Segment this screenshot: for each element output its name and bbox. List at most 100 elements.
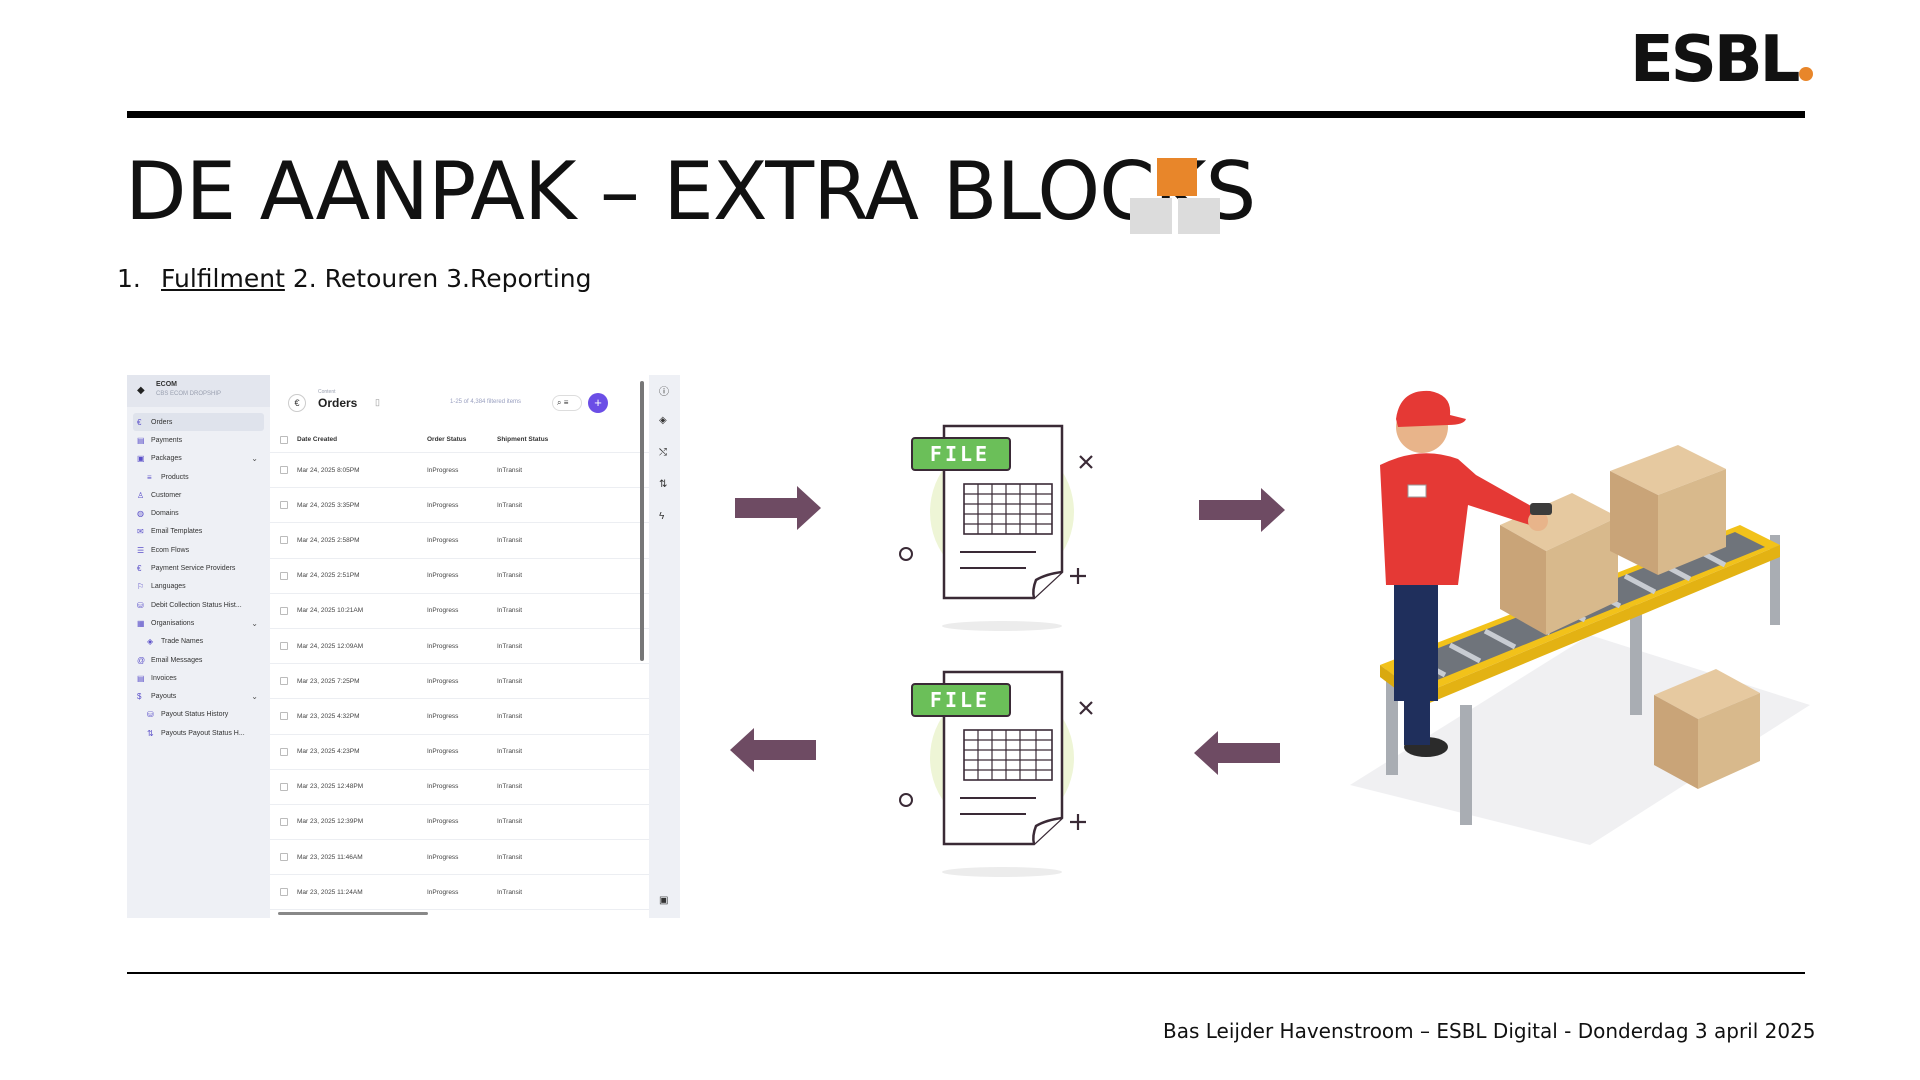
- row-checkbox[interactable]: [280, 606, 288, 615]
- column-date-created[interactable]: Date Created: [297, 436, 338, 443]
- user-icon: ♙: [137, 490, 145, 500]
- cell-order-status: InProgress: [427, 607, 459, 615]
- sidebar-item-payment-service-providers[interactable]: €Payment Service Providers: [127, 559, 270, 577]
- arrow-right-icon: [735, 486, 821, 530]
- sidebar-item-label: Trade Names: [161, 638, 204, 646]
- sidebar-item-customer[interactable]: ♙Customer: [127, 486, 270, 504]
- search-filter-button[interactable]: ⌕ ≡: [552, 395, 582, 411]
- sidebar-item-packages[interactable]: ▣Packages⌄: [127, 450, 270, 468]
- globe-icon: ◍: [137, 509, 144, 519]
- sidebar-item-products[interactable]: ≡Products: [127, 468, 270, 486]
- esbl-logo: ESBL: [1630, 28, 1814, 92]
- app-subtitle: CBS ECOM DROPSHIP: [156, 391, 222, 397]
- breadcrumb[interactable]: Content: [318, 389, 336, 395]
- arrow-left-icon: [1194, 731, 1280, 775]
- sidebar-item-languages[interactable]: ⚐ Languages: [127, 578, 270, 596]
- info-icon[interactable]: ⓘ: [659, 387, 669, 398]
- sidebar-item-label: Products: [161, 473, 189, 481]
- row-checkbox[interactable]: [280, 747, 288, 756]
- cell-order-status: InProgress: [427, 536, 459, 544]
- orders-panel: € Content Orders ▯ 1-25 of 4,384 filtere…: [270, 375, 649, 918]
- chevron-down-icon[interactable]: ⌄: [251, 692, 258, 702]
- step-rest: 2. Retouren 3.Reporting: [284, 264, 592, 293]
- sidebar-item-email-messages[interactable]: @Email Messages: [127, 651, 270, 669]
- file-spreadsheet-icon: FILE: [899, 670, 1093, 877]
- flag-icon: ⚐: [137, 582, 145, 592]
- chevron-down-icon[interactable]: ⌄: [251, 454, 258, 464]
- row-checkbox[interactable]: [280, 712, 288, 721]
- layers-icon[interactable]: ◈: [659, 415, 667, 426]
- sort-icon[interactable]: ⇅: [659, 479, 668, 490]
- sidebar-item-debit-collection-status-hist[interactable]: ⛁Debit Collection Status Hist...: [127, 596, 270, 614]
- shuffle-icon[interactable]: ⤭: [659, 447, 667, 458]
- sidebar-item-ecom-flows[interactable]: ☰Ecom Flows: [127, 541, 270, 559]
- select-all-checkbox[interactable]: [280, 435, 288, 444]
- sidebar-item-email-templates[interactable]: ✉Email Templates: [127, 523, 270, 541]
- step-fulfilment[interactable]: Fulfilment: [161, 264, 285, 293]
- add-button[interactable]: +: [588, 393, 608, 413]
- row-checkbox[interactable]: [280, 466, 288, 475]
- sidebar-item-trade-names[interactable]: ◈Trade Names: [127, 633, 270, 651]
- sidebar-header[interactable]: ◆ ECOM CBS ECOM DROPSHIP: [127, 375, 270, 407]
- chevron-down-icon[interactable]: ⌄: [251, 618, 258, 628]
- cell-order-status: InProgress: [427, 748, 459, 756]
- sidebar-item-organisations[interactable]: ▦Organisations⌄: [127, 614, 270, 632]
- file-spreadsheet-icon: FILE: [899, 424, 1093, 631]
- row-checkbox[interactable]: [280, 642, 288, 651]
- cell-order-status: InProgress: [427, 677, 459, 685]
- sidebar-item-orders[interactable]: €Orders: [133, 413, 264, 432]
- vertical-scrollbar[interactable]: [640, 381, 644, 661]
- cell-order-status: InProgress: [427, 853, 459, 861]
- bookmark-icon[interactable]: ▯: [375, 397, 380, 407]
- database-icon: ⛁: [137, 600, 144, 610]
- cell-shipment-status: InTransit: [497, 607, 523, 615]
- row-checkbox[interactable]: [280, 888, 288, 897]
- sidebar-item-domains[interactable]: ◍Domains: [127, 504, 270, 522]
- cell-date-created: Mar 23, 2025 4:32PM: [297, 712, 360, 720]
- clipboard-icon[interactable]: ▣: [659, 895, 669, 906]
- sidebar-item-payout-status-history[interactable]: ⛁Payout Status History: [127, 706, 270, 724]
- euro-icon: €: [137, 417, 142, 427]
- sidebar-item-invoices[interactable]: ▤Invoices: [127, 669, 270, 687]
- orders-header: € Content Orders ▯ 1-25 of 4,384 filtere…: [270, 375, 649, 427]
- cell-order-status: InProgress: [427, 783, 459, 791]
- cell-shipment-status: InTransit: [497, 748, 523, 756]
- row-checkbox[interactable]: [280, 501, 288, 510]
- row-checkbox[interactable]: [280, 536, 288, 545]
- file-badge-label: FILE: [930, 442, 990, 466]
- sidebar-item-label: Invoices: [151, 674, 177, 682]
- horizontal-scrollbar[interactable]: [278, 912, 428, 915]
- payments-icon: ▤: [137, 435, 145, 445]
- row-checkbox[interactable]: [280, 571, 288, 580]
- column-shipment-status[interactable]: Shipment Status: [497, 436, 549, 443]
- row-checkbox[interactable]: [280, 677, 288, 686]
- row-checkbox[interactable]: [280, 817, 288, 826]
- row-checkbox[interactable]: [280, 853, 288, 862]
- cell-shipment-status: InTransit: [497, 712, 523, 720]
- building-icon: ▦: [137, 618, 145, 628]
- arrow-left-icon: [730, 728, 816, 772]
- column-order-status[interactable]: Order Status: [427, 436, 467, 443]
- row-checkbox[interactable]: [280, 782, 288, 791]
- cell-date-created: Mar 23, 2025 11:46AM: [297, 853, 363, 861]
- sidebar-item-payments[interactable]: ▤Payments: [127, 431, 270, 449]
- cell-date-created: Mar 24, 2025 8:05PM: [297, 466, 360, 474]
- lightning-icon[interactable]: ϟ: [659, 511, 665, 522]
- sidebar-item-payouts[interactable]: $Payouts⌄: [127, 687, 270, 705]
- step-number: 1.: [117, 264, 141, 293]
- sidebar-item-label: Languages: [151, 583, 186, 591]
- sidebar-item-payouts-payout-status-h[interactable]: ⇅Payouts Payout Status H...: [127, 724, 270, 742]
